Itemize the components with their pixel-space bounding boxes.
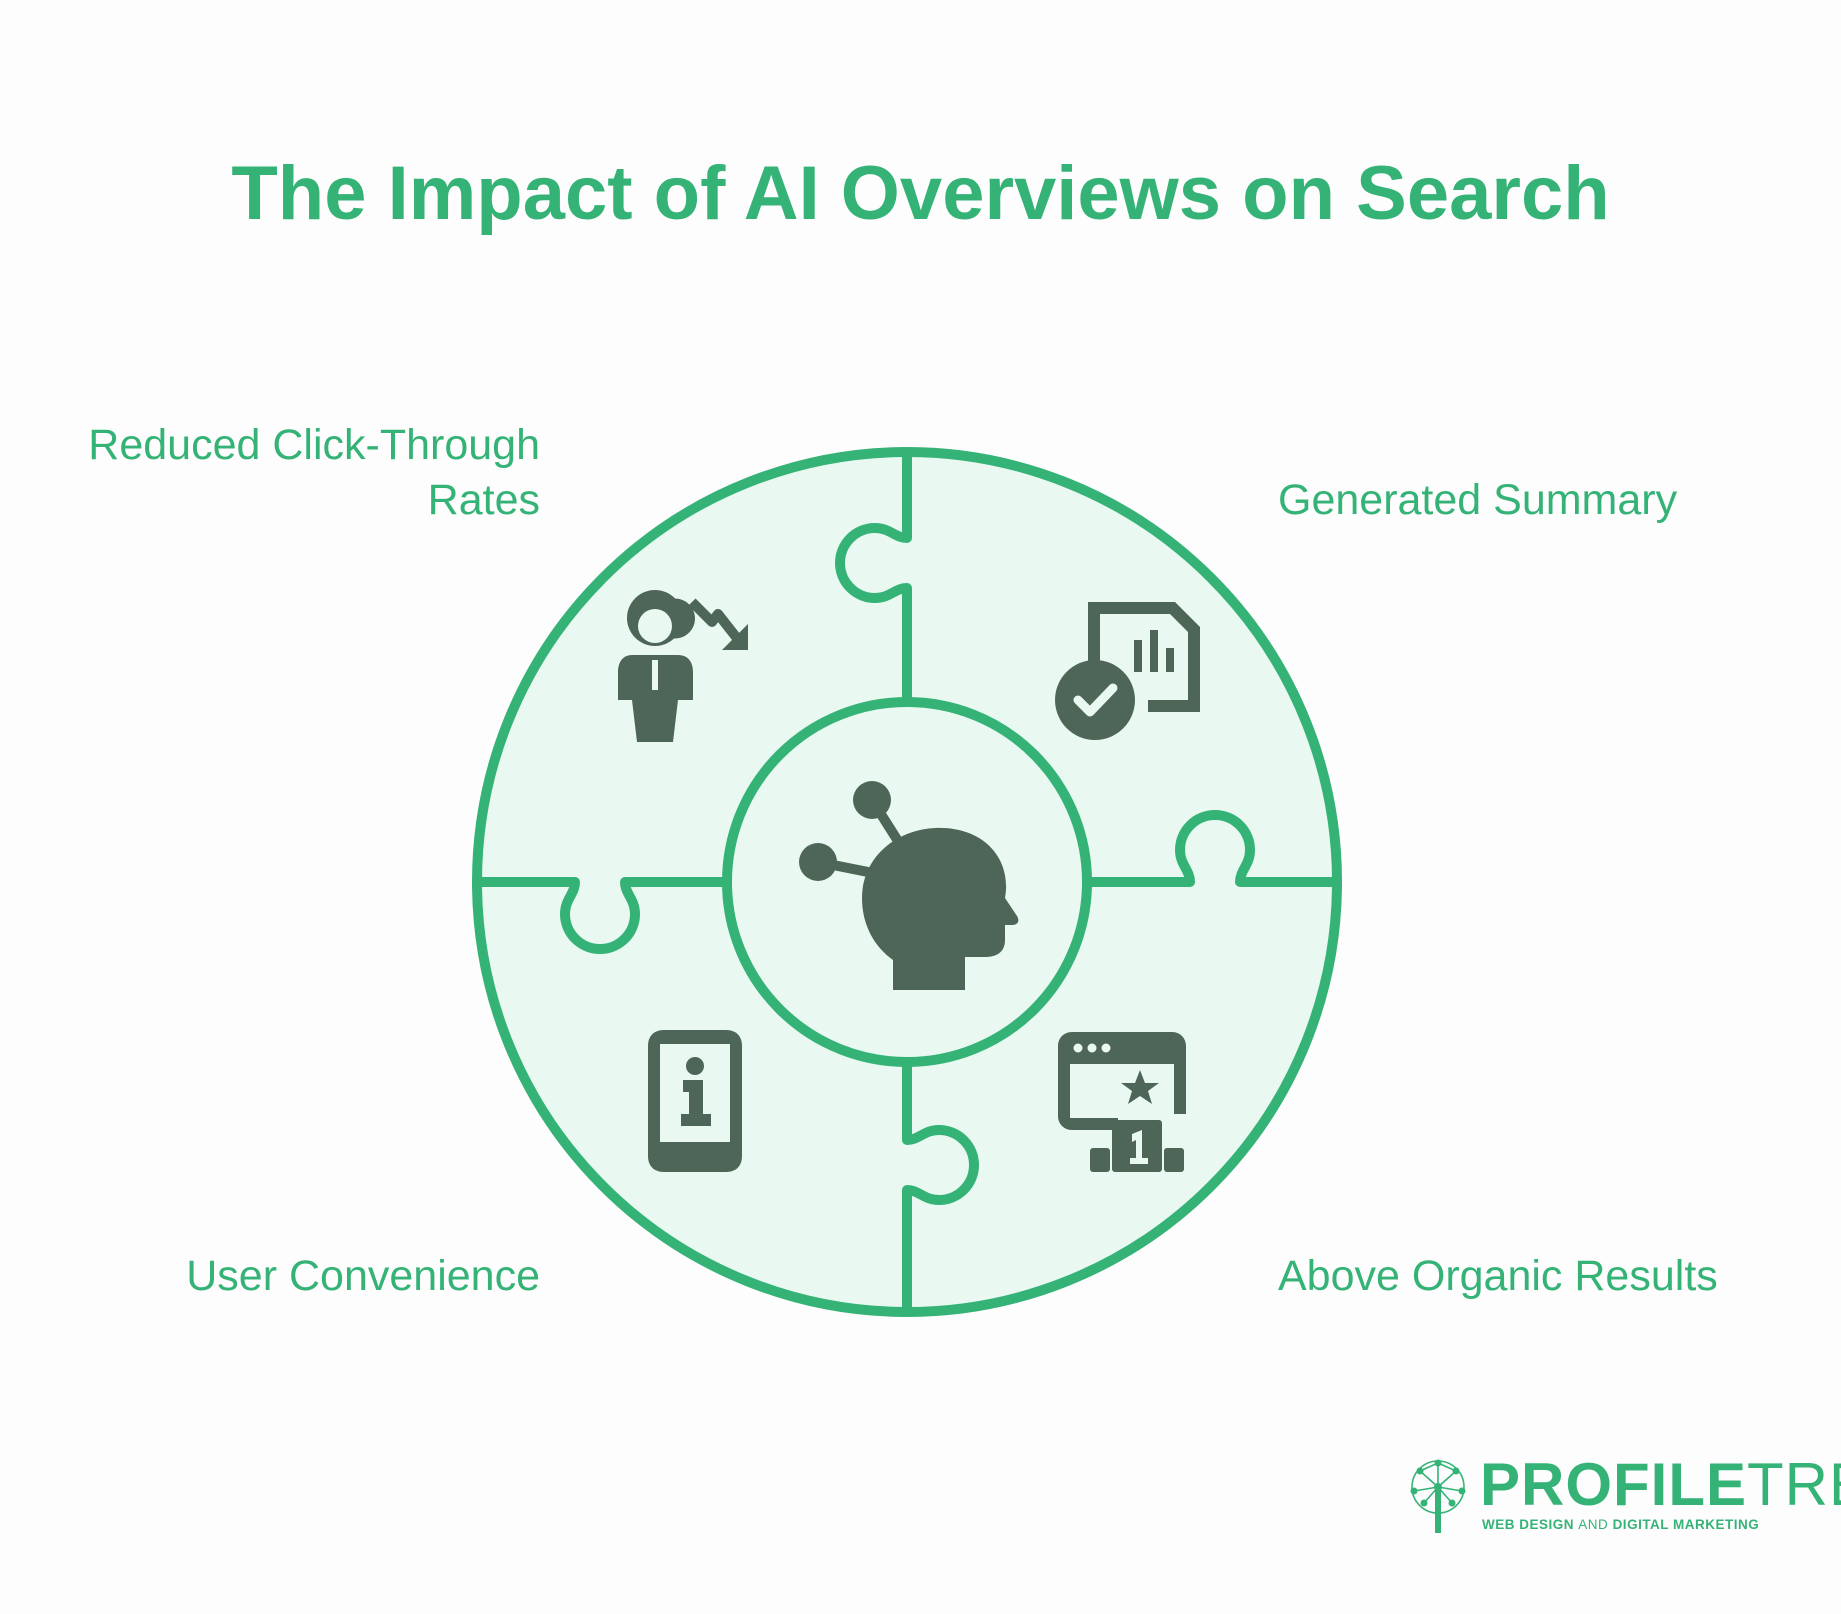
label-generated-summary: Generated Summary [1278, 476, 1678, 524]
person-declining-arrow-icon [618, 590, 748, 742]
phone-info-icon [648, 1030, 742, 1172]
document-chart-check-icon [1055, 602, 1200, 740]
profiletree-logo: PROFILETREE WEB DESIGN AND DIGITAL MARKE… [1402, 1453, 1841, 1535]
divider-top [835, 452, 912, 702]
ai-head-network-icon [799, 781, 1019, 990]
page-title: The Impact of AI Overviews on Search [231, 151, 1610, 236]
label-above-organic-results: Above Organic Results [1278, 1252, 1718, 1300]
divider-left [477, 877, 727, 954]
tree-logo-icon [1410, 1459, 1466, 1533]
divider-right [1087, 810, 1337, 887]
label-reduced-click-through: Reduced Click-Through Rates [88, 421, 540, 524]
divider-bottom [902, 1062, 979, 1312]
browser-star-podium-icon [1058, 1032, 1186, 1172]
label-user-convenience: User Convenience [186, 1252, 540, 1300]
logo-wordmark: PROFILETREE [1480, 1451, 1841, 1518]
logo-tagline: WEB DESIGN AND DIGITAL MARKETING [1482, 1517, 1760, 1532]
